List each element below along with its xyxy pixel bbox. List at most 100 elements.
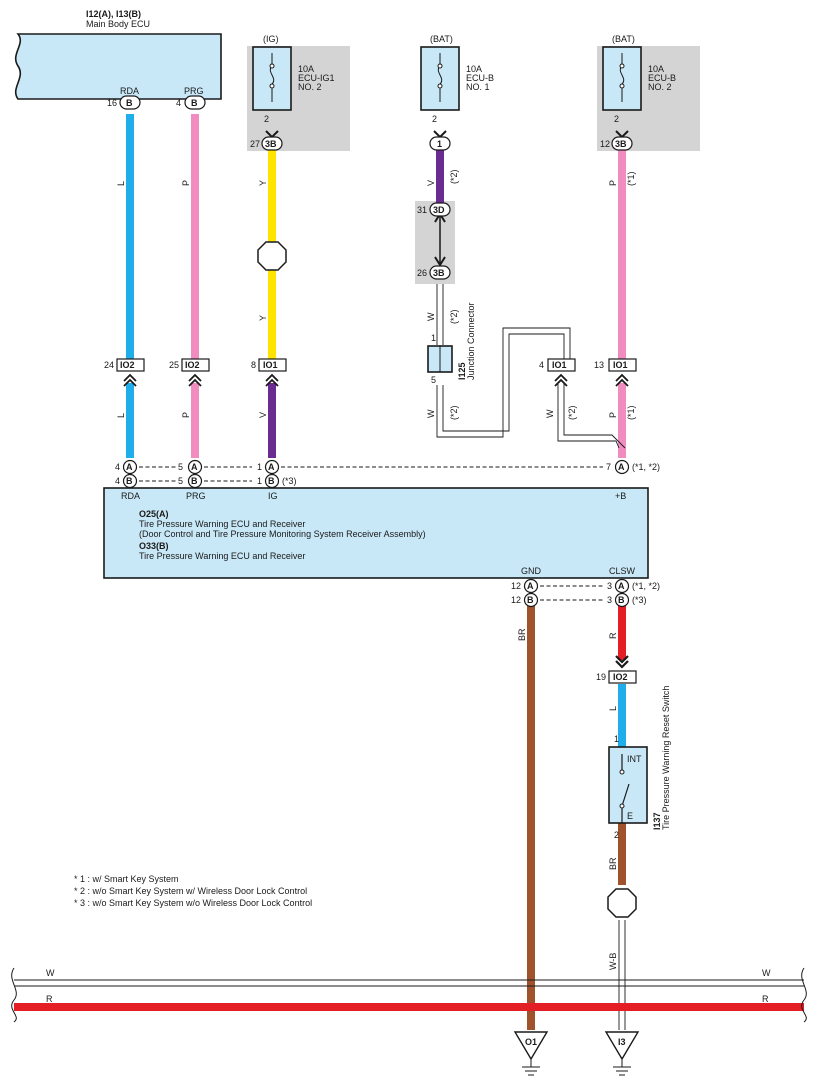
fuse-rating: 10A [298, 64, 314, 74]
note-mark: (*1) [626, 405, 636, 420]
io-num: 4 [539, 360, 544, 370]
splice-ground-br [607, 888, 637, 918]
pin-number: 26 [417, 268, 427, 278]
io-code: IO2 [613, 672, 628, 682]
bus-w-label-right: W [762, 968, 771, 978]
ground-code: I3 [618, 1037, 626, 1047]
wires [126, 114, 626, 1030]
pin-number: 7 [606, 462, 611, 472]
wire-label: P [181, 180, 191, 186]
ecu-name-a2: (Door Control and Tire Pressure Monitori… [139, 529, 426, 539]
ecu-pins: A B A B A B A A B A B [122, 459, 630, 608]
wire-label: P [608, 180, 618, 186]
bus-break-marks [11, 967, 807, 1023]
pin-number: 4 [115, 462, 120, 472]
fuse-pin: 2 [614, 114, 619, 124]
pin-number: 12 [600, 139, 610, 149]
ecu-label-prg: PRG [186, 491, 206, 501]
fuse-name: ECU-IG1 [298, 73, 335, 83]
pin-letter: B [126, 476, 133, 486]
ground-i3: I3 [604, 1031, 640, 1076]
junction-code: 3B [615, 139, 627, 149]
pin-number: 27 [250, 139, 260, 149]
wire-label: Y [258, 180, 268, 186]
note-mark: (*1, *2) [632, 581, 660, 591]
io-connectors: IO2 24 IO2 25 IO1 8 IO1 4 IO1 13 IO2 19 [104, 358, 637, 684]
note-mark: (*1, *2) [632, 462, 660, 472]
pin-letter: B [268, 476, 275, 486]
splice-ig [257, 241, 287, 271]
pin-letter: B [618, 595, 625, 605]
io-code: IO1 [263, 360, 278, 370]
junction-code: 3B [265, 139, 277, 149]
wire-label: R [608, 632, 618, 639]
i125-id: I125 [457, 362, 467, 380]
switch-name: Tire Pressure Warning Reset Switch [661, 686, 671, 830]
wire-label: L [116, 413, 126, 418]
note-mark: (*2) [449, 309, 459, 324]
note-mark: (*3) [282, 476, 297, 486]
note-mark: (*2) [567, 405, 577, 420]
fuse-ecu-b-no2: (BAT) 10A ECU-B NO. 2 2 [602, 34, 676, 124]
ground-code: O1 [525, 1037, 537, 1047]
pin-letter: A [191, 462, 198, 472]
fuse-source: (BAT) [430, 34, 453, 44]
fuse-pin: 2 [432, 114, 437, 124]
pin-number: 1 [257, 462, 262, 472]
switch-id: I137 [652, 812, 662, 830]
wire-label: L [116, 181, 126, 186]
main-body-ecu-title: I12(A), I13(B) [86, 9, 141, 19]
fuse-name: ECU-B [648, 73, 676, 83]
white-wires [14, 284, 804, 1030]
io-num: 13 [594, 360, 604, 370]
wire-label: W [426, 312, 436, 321]
fuse-ecu-b-no1: (BAT) 10A ECU-B NO. 1 2 [420, 34, 494, 124]
pin-letter: A [618, 462, 625, 472]
pin-letter: B [126, 98, 133, 108]
main-body-ecu-name: Main Body ECU [86, 19, 150, 29]
bus-r-label-right: R [762, 994, 769, 1004]
io-code: IO2 [185, 360, 200, 370]
ecu-label-b: +B [615, 491, 626, 501]
pin-letter: B [527, 595, 534, 605]
wire-label: W-B [608, 953, 618, 970]
oval-connectors: B B 3B 1 3B 3D 3B [119, 95, 633, 280]
wire-label: V [258, 412, 268, 418]
i125-pin-bottom: 5 [431, 375, 436, 385]
io-num: 25 [169, 360, 179, 370]
note-mark: (*1) [626, 171, 636, 186]
fuse-rating: 10A [466, 64, 482, 74]
wire-label: P [181, 412, 191, 418]
switch-pin: 1 [614, 734, 619, 744]
pin-number: 5 [178, 462, 183, 472]
wire-label: V [426, 180, 436, 186]
fuse-number: NO. 2 [648, 82, 672, 92]
bus-w-label-left: W [46, 968, 55, 978]
note-mark: (*3) [632, 595, 647, 605]
pin-letter: B [191, 476, 198, 486]
pin-number: 4 [115, 476, 120, 486]
fuse-pin: 2 [264, 114, 269, 124]
io-code: IO1 [552, 360, 567, 370]
reset-switch-i137: INT E 1 2 I137 Tire Pressure Warning Res… [608, 686, 671, 840]
ecu-label-gnd: GND [521, 566, 542, 576]
wire-label: BR [517, 628, 527, 641]
io-code: IO2 [120, 360, 135, 370]
fuse-number: NO. 2 [298, 82, 322, 92]
ecu-label-clsw: CLSW [609, 566, 636, 576]
fuse-name: ECU-B [466, 73, 494, 83]
wire-color-labels: L P Y Y L P V V (*2) W (*2) W (*2) W (*2… [116, 169, 636, 970]
note-mark: (*2) [449, 169, 459, 184]
fuse-source: (BAT) [612, 34, 635, 44]
note-2: * 2 : w/o Smart Key System w/ Wireless D… [74, 886, 307, 896]
tire-pressure-warning-ecu-box [103, 487, 649, 579]
pin-letter: A [126, 462, 133, 472]
main-body-ecu-box [14, 33, 222, 100]
junction-code: 1 [437, 139, 442, 149]
ecu-title-a: O25(A) [139, 509, 169, 519]
wire-label: P [608, 412, 618, 418]
wire-label: BR [608, 857, 618, 870]
ecu-title-b: O33(B) [139, 541, 169, 551]
wire-label: W [426, 409, 436, 418]
